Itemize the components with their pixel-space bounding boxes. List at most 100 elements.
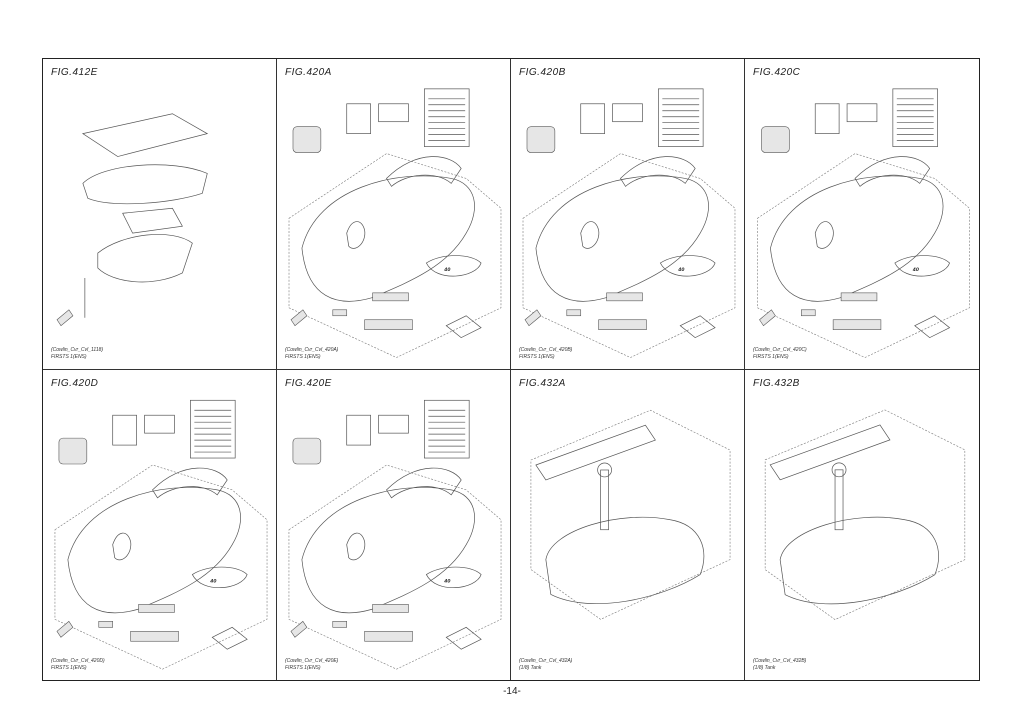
decal-number: 40: [913, 267, 919, 273]
label-sheet: [612, 103, 643, 123]
label-sheet: [112, 414, 137, 445]
cowling-part: [301, 175, 475, 302]
label-sheet: [346, 414, 371, 445]
decal-strip: [832, 319, 882, 330]
decal-strip: [598, 319, 647, 330]
decal-strip: [606, 292, 643, 302]
figure-label: FIG.412E: [51, 67, 98, 78]
label-sheet: [580, 103, 605, 134]
grommet-part: [445, 626, 482, 650]
direction-arrow-icon: [524, 309, 542, 327]
lower-cowl-part: [82, 164, 208, 205]
plate-part: [122, 207, 183, 234]
cap-part: [58, 437, 88, 464]
figure-panel[interactable]: FIG.420D 40 (Cowlin_Cvr_Cvl_420D) FIRSTS…: [43, 369, 277, 680]
direction-arrow-icon: [290, 620, 308, 638]
fuel-hose-part: [769, 423, 891, 480]
small-decal: [98, 620, 113, 628]
decal-number: 40: [678, 267, 684, 273]
diagram-outline: [764, 409, 966, 620]
label-sheet: [814, 103, 840, 134]
warning-label: [658, 88, 704, 147]
decal-part: [425, 255, 482, 277]
decal-part: [659, 255, 716, 277]
figure-label: FIG.420B: [519, 67, 566, 78]
cap-part: [831, 462, 847, 477]
figure-caption: (Cowlin_Cvr_Cvl_420B) FIRSTS 1(ENS): [519, 346, 573, 360]
decal-strip: [130, 630, 179, 642]
exploded-diagram: [56, 113, 209, 327]
figure-panel[interactable]: FIG.432B (Cowlin_Cvr_Cvl_432B) (1/8) Tan…: [745, 370, 979, 681]
intake-part: [346, 532, 366, 560]
grommet-part: [211, 626, 248, 650]
direction-arrow-icon: [56, 309, 74, 327]
label-sheet: [346, 103, 371, 134]
decal-strip: [364, 319, 413, 330]
cap-part: [292, 437, 322, 464]
decal-part: [425, 566, 482, 588]
figure-caption: (Cowlin_Cvr_Cvl_420A) FIRSTS 1(ENS): [285, 346, 339, 360]
figure-caption: (Cowlin_Cvr_Cvl_1118) FIRSTS 1(ENS): [51, 346, 104, 360]
diagram-outline: [522, 153, 736, 358]
cap-part: [597, 462, 612, 477]
handle-part: [386, 156, 462, 187]
small-decal: [800, 309, 816, 317]
direction-arrow-icon: [759, 309, 776, 327]
diagram-outline: [530, 409, 731, 620]
direction-arrow-icon: [56, 620, 74, 638]
exploded-diagram: 40: [757, 88, 970, 358]
handle-part: [854, 156, 931, 187]
decal-number: 40: [444, 578, 450, 584]
intake-part: [580, 221, 600, 249]
intake-part: [814, 221, 834, 249]
exploded-diagram: [764, 409, 966, 620]
decal-strip: [138, 603, 175, 613]
small-decal: [332, 620, 347, 628]
fuel-hose-part: [535, 424, 656, 480]
exploded-diagram: 40: [54, 399, 268, 669]
intake-part: [346, 221, 366, 249]
exploded-diagram: 40: [288, 399, 502, 669]
tank-part: [779, 516, 939, 604]
exploded-diagram: 40: [288, 88, 502, 358]
grommet-part: [914, 315, 951, 339]
decal-part: [894, 255, 950, 277]
figure-label: FIG.420C: [753, 67, 801, 78]
figure-grid: FIG.412E (Cowlin_Cvr_Cvl_1118) FIRSTS 1(…: [43, 59, 979, 680]
decal-number: 40: [444, 267, 450, 273]
grommet-part: [679, 315, 716, 339]
exploded-diagram: [530, 409, 731, 620]
label-sheet: [378, 103, 409, 123]
parts-catalog-sheet: FIG.412E (Cowlin_Cvr_Cvl_1118) FIRSTS 1(…: [42, 58, 980, 681]
figure-label: FIG.420A: [285, 67, 332, 78]
figure-caption: (Cowlin_Cvr_Cvl_420C) FIRSTS 1(ENS): [753, 346, 807, 360]
intake-part: [112, 532, 132, 560]
decal-strip: [364, 630, 413, 642]
figure-panel[interactable]: FIG.412E (Cowlin_Cvr_Cvl_1118) FIRSTS 1(…: [43, 59, 277, 370]
handle-part: [620, 156, 696, 187]
figure-caption: (Cowlin_Cvr_Cvl_420E) FIRSTS 1(ENS): [285, 658, 339, 671]
warning-label: [892, 88, 938, 147]
figure-panel[interactable]: FIG.420A 40 (Cowlin_Cvr_Cvl_420A) FIRSTS…: [277, 59, 511, 370]
decal-part: [191, 566, 248, 588]
diagram-outline: [757, 153, 970, 358]
cowling-part: [67, 486, 241, 613]
exploded-diagram: 40: [522, 88, 736, 358]
figure-panel[interactable]: FIG.420C 40 (Cowlin_Cvr_Cvl_420C) FIRSTS…: [745, 59, 979, 370]
diagram-outline: [54, 464, 268, 669]
cap-part: [761, 126, 790, 153]
figure-panel[interactable]: FIG.420B 40 (Cowlin_Cvr_Cvl_420B) FIRSTS…: [511, 59, 745, 370]
figure-panel[interactable]: FIG.420E 40 (Cowlin_Cvr_Cvl_420E) FIRSTS…: [277, 369, 511, 680]
small-decal: [566, 309, 582, 317]
decal-strip: [372, 603, 409, 613]
gauge-part: [834, 468, 844, 530]
cowling-part: [301, 486, 475, 613]
cap-part: [526, 126, 556, 153]
bracket-part: [97, 234, 193, 283]
warning-label: [190, 399, 236, 458]
label-sheet: [378, 414, 409, 433]
decal-strip: [840, 292, 878, 302]
cap-part: [292, 126, 322, 153]
figure-panel[interactable]: FIG.432A (Cowlin_Cvr_Cvl_432A) (1/8) Tan…: [511, 369, 745, 680]
small-decal: [332, 309, 348, 317]
